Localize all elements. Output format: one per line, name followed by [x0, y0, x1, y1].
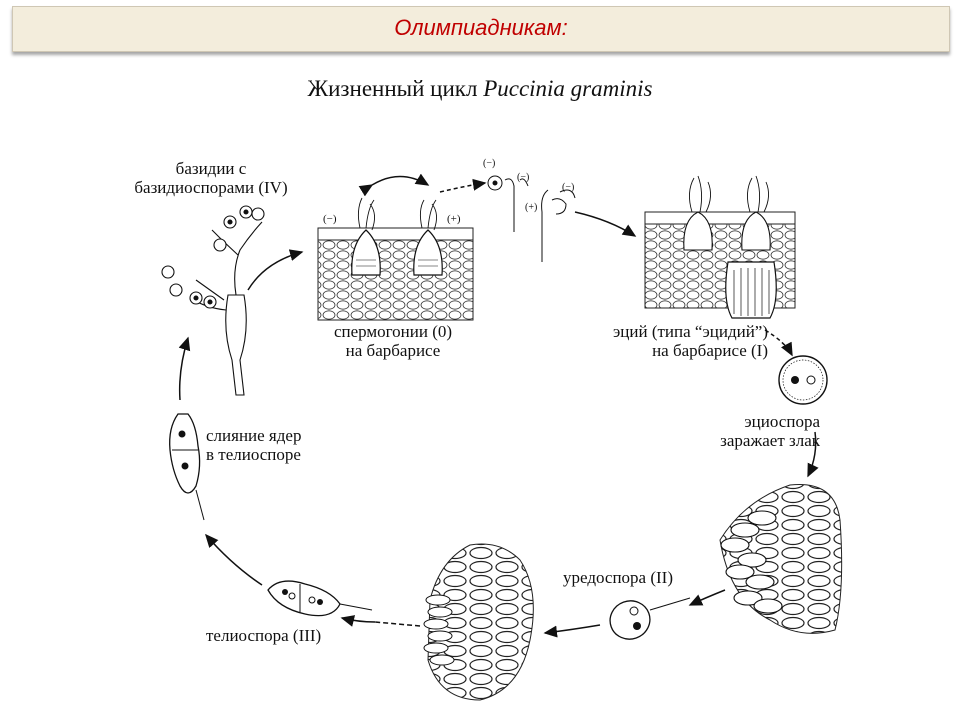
spermogonia-leaf-section: (−) (+) [317, 197, 474, 321]
teliospore [267, 580, 373, 617]
arrow-grass-to-urediospore [688, 589, 726, 606]
fusion-label: слияние ядер в телиоспоре [206, 426, 301, 464]
urediospore [609, 597, 691, 640]
spermatium-minus-label: (−) [483, 158, 495, 169]
spermatia-hyphae: (−) (−) (+) (−) [483, 158, 576, 262]
aecium-leaf-section [644, 175, 796, 319]
spermogonia-label-line2: на барбарисе [345, 341, 441, 360]
aeciospore-label-line1: эциоспора [744, 412, 820, 431]
fusion-label-line2: в телиоспоре [206, 445, 301, 464]
aeciospore-label-line2: заражает злак [720, 431, 820, 450]
spermogonium-plus-label: (+) [447, 213, 461, 225]
header-bar: Олимпиадникам: [12, 6, 950, 52]
arrow-aeciospore-to-grass [807, 431, 819, 478]
spermogonium-minus-label: (−) [323, 213, 337, 225]
arrow-uredinia-to-teliospore [340, 615, 376, 627]
spermogonia-label-line1: спермогонии (0) [333, 322, 453, 341]
figure-title: Жизненный цикл Puccinia graminis [0, 76, 960, 102]
teliospore-label: телиоспора (III) [206, 626, 322, 645]
aecium-label-line2: на барбарисе (I) [652, 341, 768, 360]
arrow-spermogonia-crossing [358, 173, 430, 197]
basidia-label-line2: базидиоспорами (IV) [134, 178, 288, 197]
fusion-label-line1: слияние ядер [206, 426, 302, 445]
figure-title-prefix: Жизненный цикл [307, 76, 478, 101]
figure-title-species: Puccinia graminis [483, 76, 653, 101]
basidia-label-line1: базидии с [175, 159, 247, 178]
cycle-arrows [178, 173, 819, 638]
arrow-basidia-to-spermogonia [247, 249, 304, 291]
fused-teliospore [169, 413, 205, 521]
aeciospore-label: эциоспора заражает злак [668, 412, 820, 450]
aeciospore [778, 355, 828, 405]
arrow-teliospore-to-fusion [205, 533, 263, 586]
urediospore-label: уредоспора (II) [563, 568, 673, 587]
arrow-spermatia-to-aecium [574, 211, 637, 237]
arrow-urediospore-to-uredinia [543, 624, 601, 638]
basidia-label: базидии с базидиоспорами (IV) [126, 159, 296, 197]
grass-uredinium-right [719, 483, 843, 634]
spermogonium-plus [413, 229, 443, 276]
hypha-minus-label-2: (−) [562, 182, 574, 193]
arrow-spermogonia-to-spermatia [439, 178, 487, 193]
spermogonia-label: спермогонии (0) на барбарисе [318, 322, 468, 360]
spermogonium-minus [351, 229, 381, 276]
aecium-cup [725, 261, 777, 319]
arrow-fusion-to-basidia [178, 336, 191, 401]
aecium-label-line1: эций (типа “эцидий”) [612, 322, 768, 341]
hypha-plus-label: (+) [525, 202, 537, 213]
grass-telium-center [423, 543, 534, 701]
basidia [161, 205, 265, 396]
arrow-uredinia-to-teliospore-dashed [374, 621, 421, 627]
header-title: Олимпиадникам: [394, 15, 568, 40]
arrow-aecium-to-aeciospore [764, 329, 793, 357]
hypha-minus-label: (−) [517, 172, 529, 183]
aecium-label: эций (типа “эцидий”) на барбарисе (I) [572, 322, 768, 360]
